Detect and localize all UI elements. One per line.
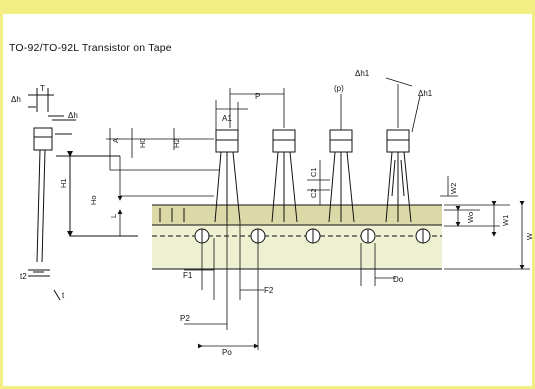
- label-t-small: t: [62, 291, 65, 300]
- label-h1: H1: [59, 178, 68, 188]
- transistors: [159, 129, 412, 223]
- label-c2: C2: [309, 188, 318, 198]
- label-w2: W2: [449, 183, 458, 194]
- label-h0-small: H0: [138, 138, 147, 148]
- sprocket-holes: [194, 228, 431, 244]
- label-ho: Ho: [89, 195, 98, 205]
- label-a: A: [111, 138, 120, 143]
- label-h2: H2: [172, 138, 181, 148]
- label-w1: W1: [501, 215, 510, 226]
- label-dh1-b: Δh1: [418, 89, 433, 98]
- label-f2: F2: [264, 286, 274, 295]
- label-p2: P2: [180, 314, 190, 323]
- label-t-top: T: [40, 84, 45, 93]
- label-c1: C1: [309, 167, 318, 177]
- label-a1: A1: [222, 114, 232, 123]
- side-view: [28, 88, 138, 301]
- label-w: W: [525, 232, 534, 240]
- label-do: Do: [393, 275, 404, 284]
- label-po: Po: [222, 348, 232, 357]
- label-t2: t2: [20, 272, 27, 281]
- label-f1: F1: [183, 271, 193, 280]
- dimension-labels: Δh T Δh A H0 H2 H1 Ho L t2 t A1 P (p) Δh…: [11, 69, 534, 357]
- dimension-lines: [106, 77, 530, 350]
- label-wo: Wo: [466, 212, 475, 223]
- diagram-title: TO-92/TO-92L Transistor on Tape: [9, 42, 172, 54]
- label-p-paren: (p): [334, 84, 344, 93]
- label-dh1-a: Δh1: [355, 69, 370, 78]
- label-dh-right: Δh: [68, 111, 78, 120]
- label-dh-left: Δh: [11, 95, 21, 104]
- label-p: P: [255, 92, 260, 101]
- label-l: L: [109, 214, 118, 218]
